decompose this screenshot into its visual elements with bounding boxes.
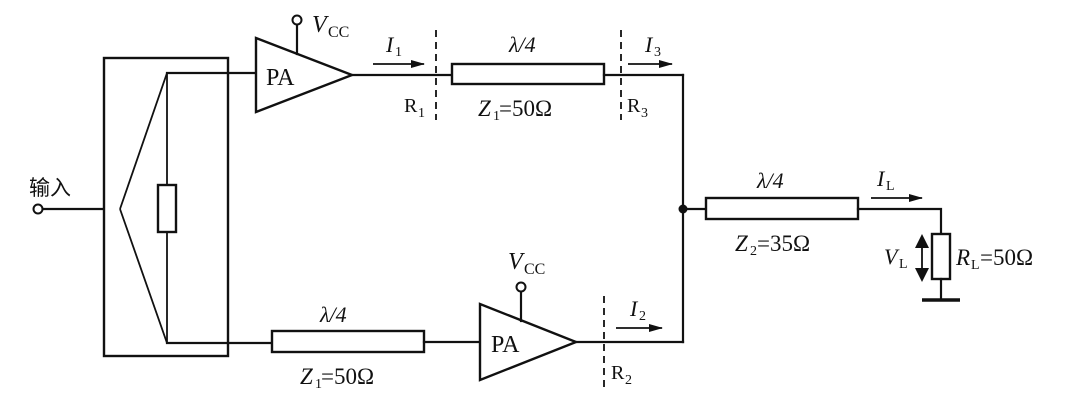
bottom-line-z-symbol: Z [300,364,313,389]
isolation-resistor [156,183,178,234]
wire-output-to-load [856,207,943,236]
rl-value: =50Ω [980,245,1033,270]
top-vcc-symbol: V [312,12,329,38]
r2-symbol: R [611,362,625,384]
top-line-z-symbol: Z [478,96,491,121]
i3-subscript: 3 [654,45,661,60]
bottom-vcc-symbol: V [508,249,525,275]
vl-subscript: L [899,257,908,272]
output-line-z-value: =35Ω [757,231,810,256]
top-vcc-subscript: CC [328,24,349,41]
bottom-line-z-subscript: 1 [315,377,322,392]
top-power-amplifier [254,36,356,114]
bottom-quarter-wave-line [270,329,426,354]
bottom-line-z-value: =50Ω [321,364,374,389]
r1-subscript: 1 [418,106,425,121]
bottom-pa-label: PA [491,332,520,358]
i3-symbol: I [644,32,654,57]
i1-subscript: 1 [395,45,402,60]
vl-voltage-arrow [915,234,929,282]
input-label: 输入 [29,176,71,200]
r3-subscript: 3 [641,106,648,121]
load-resistor [930,232,952,281]
top-line-z-subscript: 1 [493,109,500,124]
top-line-length-label: λ/4 [508,32,536,57]
bottom-vcc-subscript: CC [524,261,545,278]
vl-symbol: V [884,244,900,269]
i2-symbol: I [629,296,639,321]
i1-symbol: I [385,32,395,57]
output-line-z-symbol: Z [735,231,748,256]
bottom-vcc-terminal [515,281,527,323]
i2-subscript: 2 [639,309,646,324]
rl-symbol: R [955,245,970,270]
il-subscript: L [886,179,895,194]
bottom-line-length-label: λ/4 [319,302,347,327]
output-line-z-subscript: 2 [750,244,757,259]
r1-symbol: R [404,95,418,117]
r2-subscript: 2 [625,373,632,388]
r3-symbol: R [627,95,641,117]
top-vcc-terminal [291,14,303,56]
il-symbol: I [876,166,886,191]
top-pa-label: PA [266,65,295,91]
output-quarter-wave-line [704,196,860,221]
power-divider [102,56,230,358]
top-line-z-value: =50Ω [499,96,552,121]
output-line-length-label: λ/4 [756,168,784,193]
rl-subscript: L [971,258,980,273]
bottom-power-amplifier [478,302,580,382]
top-quarter-wave-line [450,62,606,86]
